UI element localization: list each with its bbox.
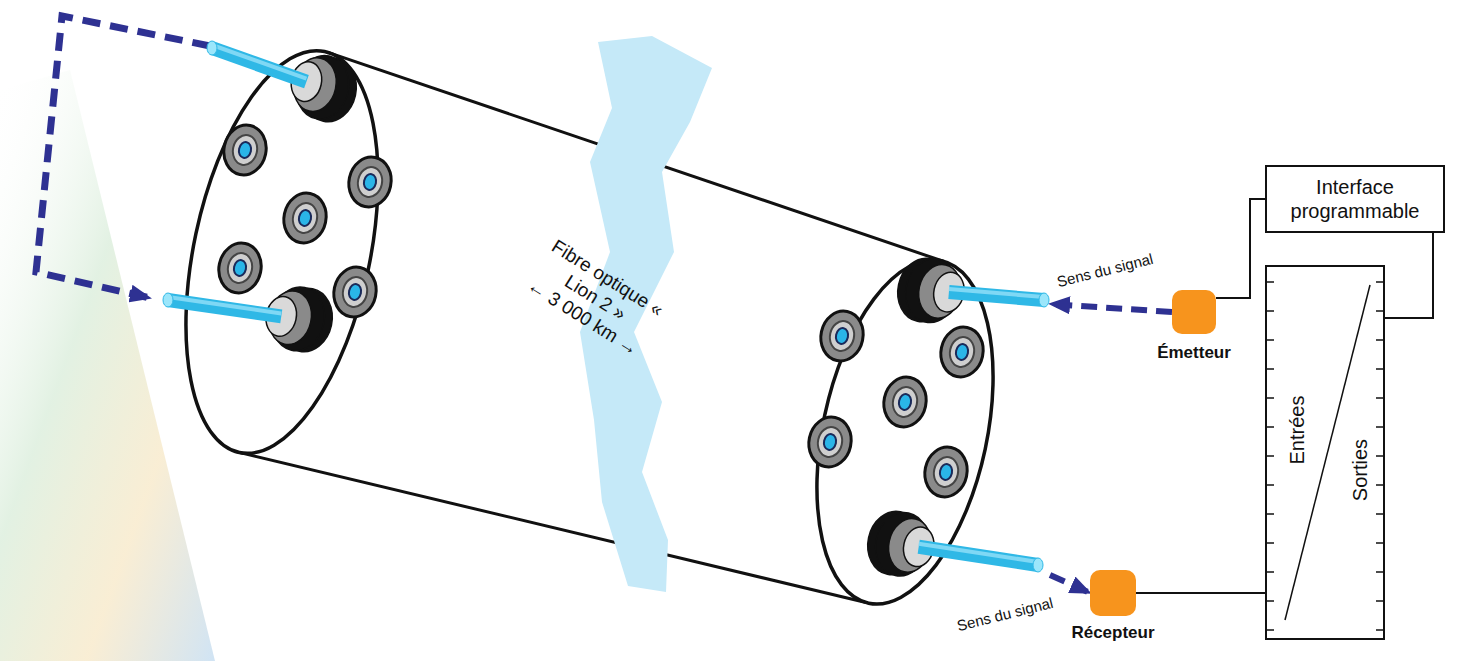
edge-label: Sens du signal [1055, 250, 1155, 290]
wire [1216, 199, 1265, 298]
fiber-connector [892, 253, 1049, 327]
node-label: Interface programmable [1277, 175, 1433, 223]
text-block: Émetteur [1157, 343, 1231, 363]
text-block: Sorties [1348, 439, 1372, 501]
fiber-core [816, 307, 867, 365]
node-label: Entrées [1285, 396, 1309, 465]
loopback-arrow [36, 16, 210, 298]
node-label: Sorties [1348, 439, 1372, 501]
fiber-core [219, 121, 270, 179]
text-block: Entrées [1285, 396, 1309, 465]
emitter-box: Émetteur [1172, 290, 1216, 334]
fiber-core [936, 323, 987, 381]
fiber-connector [163, 282, 338, 357]
background-wash [0, 70, 215, 661]
receiver-box: Récepteur [1090, 570, 1136, 616]
fiber-core [879, 373, 930, 431]
wire [1385, 233, 1433, 318]
node-label: Émetteur [1157, 343, 1231, 363]
edge-label: Sens du signal [955, 594, 1055, 634]
io-panel: EntréesSorties [1265, 265, 1385, 640]
fiber-core [920, 443, 971, 501]
cable-end-face [153, 33, 410, 471]
signal-arrow [1050, 304, 1172, 312]
fiber-core [329, 263, 380, 321]
fiber-connector [207, 41, 362, 127]
text-block: Récepteur [1071, 623, 1154, 643]
cable-edge [237, 452, 866, 603]
interface-box: Interface programmable [1265, 165, 1445, 233]
fiber-core [804, 413, 855, 471]
fiber-connector [862, 506, 1043, 581]
text-block: Interface programmable [1277, 175, 1433, 223]
node-label: Récepteur [1071, 623, 1154, 643]
fiber-core [279, 189, 330, 247]
wire [1136, 592, 1265, 594]
fiber-cable: Fibre optique « Lion 2 »← 3 000 km → [150, 30, 1050, 630]
fiber-core [344, 153, 395, 211]
fiber-core [214, 239, 265, 297]
panel-scale [1265, 282, 1385, 630]
signal-arrow [1050, 575, 1090, 593]
